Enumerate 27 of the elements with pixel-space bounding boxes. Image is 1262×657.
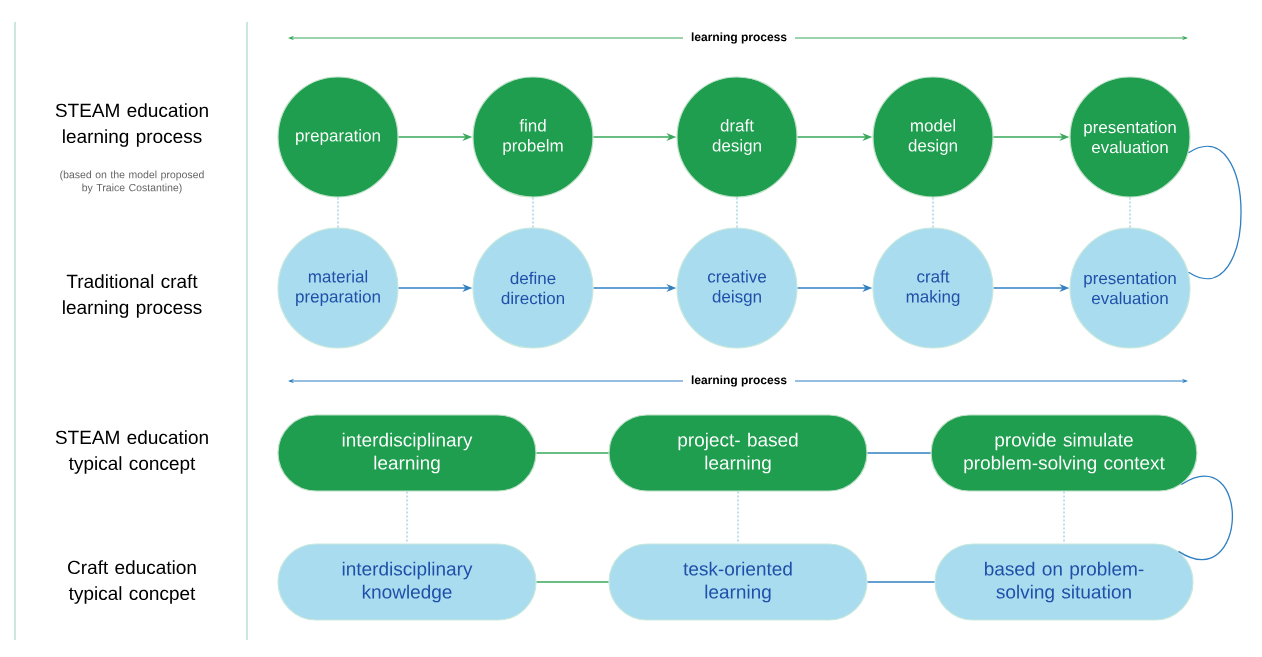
- connector-line: [1129, 196, 1131, 229]
- connector-line: [406, 490, 408, 545]
- row-heading: Traditional craft learning process: [63, 274, 202, 318]
- connector-line: [736, 196, 738, 229]
- connector-line: [532, 196, 534, 229]
- concept-pill: tesk-oriented learning: [608, 543, 868, 621]
- axis-label: learning process: [683, 30, 796, 46]
- row-heading: STEAM education typical concept: [55, 430, 208, 474]
- concept-pill: interdisciplinary knowledge: [277, 543, 537, 621]
- connector-line: [866, 581, 936, 583]
- connector-line: [535, 581, 610, 583]
- concept-pill: provide simulate problem-solving context: [930, 414, 1198, 492]
- connector-line: [1063, 490, 1065, 545]
- connector-line: [866, 452, 932, 454]
- connector-line: [1187, 145, 1242, 280]
- connector-line: [337, 196, 339, 229]
- row-heading: Craft education typical concpet: [68, 560, 196, 604]
- connector-line: [737, 490, 739, 545]
- note: (based on the model proposed by Traice Costantine): [60, 170, 204, 194]
- axis-label: learning process: [683, 373, 796, 389]
- connector-line: [535, 452, 610, 454]
- concept-pill: project- based learning: [608, 414, 868, 492]
- concept-pill: based on problem- solving situation: [934, 543, 1194, 621]
- row-heading: STEAM education learning process: [55, 103, 208, 147]
- connector-line: [932, 196, 934, 229]
- concept-pill: interdisciplinary learning: [277, 414, 537, 492]
- connector-line: [1177, 476, 1234, 560]
